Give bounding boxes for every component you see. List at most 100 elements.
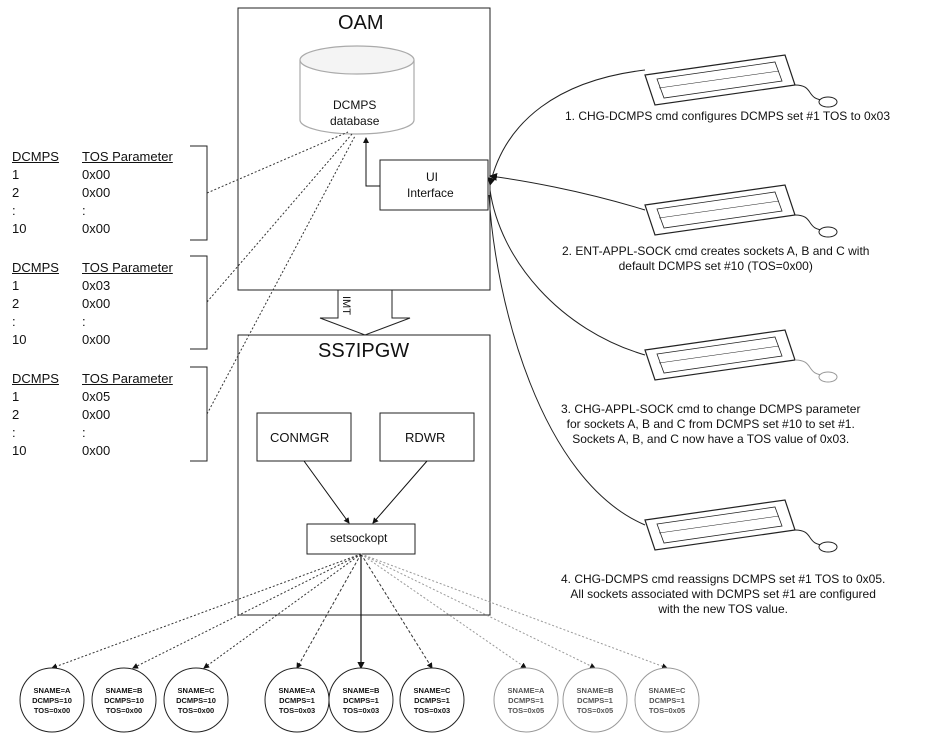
setsockopt-box [306,523,416,555]
socket-label: SNAME=C DCMPS=1 TOS=0x05 [639,686,695,716]
table-cell: : [12,314,16,329]
table2-bracket [190,255,208,350]
table3-db-link [206,135,356,415]
socket-label: SNAME=C DCMPS=10 TOS=0x00 [168,686,224,716]
ui-interface-box [379,159,489,211]
table-cell: 0x00 [82,185,111,200]
socket-dcmps: DCMPS=1 [414,696,450,705]
table-cell: 0x00 [82,221,111,236]
socket-dcmps: DCMPS=1 [279,696,315,705]
oam-title: OAM [338,12,384,34]
keyboard-icon [644,54,838,108]
conmgr-to-setsockopt-arrow [303,460,350,524]
setsockopt-label: setsockopt [330,531,388,545]
ui-interface-label-line1: UI [426,170,438,184]
table-header-dcmps: DCMPS [12,371,59,386]
socket-circles [19,667,700,733]
table-cell: 0x03 [82,278,111,293]
database-icon [299,45,415,135]
conmgr-box [256,412,352,462]
database-label-line1: DCMPS [333,98,377,112]
socket-sname: SNAME=B [576,686,614,695]
socket-sname: SNAME=C [177,686,215,695]
table2-db-link [206,133,353,303]
keyboard2-link [489,172,646,211]
table-cell: 2 [12,185,20,200]
rdwr-label: RDWR [405,430,446,445]
socket-tos: TOS=0x05 [648,706,686,715]
keyboard3-link [489,189,646,356]
table-cell: 1 [12,389,20,404]
table-cell: 10 [12,443,27,458]
socket-dcmps: DCMPS=1 [649,696,685,705]
table-cell: 0x00 [82,296,111,311]
table-cell: : [82,314,86,329]
table-cell: 0x00 [82,407,111,422]
table1-db-link [206,131,349,194]
step-4-note: 4. CHG-DCMPS cmd reassigns DCMPS set #1 … [561,572,886,616]
step-2-note: 2. ENT-APPL-SOCK cmd creates sockets A, … [562,244,870,273]
keyboard4-link [488,194,646,526]
socket-sname: SNAME=B [342,686,380,695]
socket-dcmps: DCMPS=1 [508,696,544,705]
imt-label: IMT [340,296,352,315]
socket-tos: TOS=0x03 [342,706,380,715]
keyboard1-link [487,69,646,186]
socket-sname: SNAME=B [105,686,143,695]
keyboard-icon [644,329,838,383]
ss7ipgw-box [237,334,491,616]
table-header-tos: TOS Parameter [82,371,173,386]
table-cell: : [12,203,16,218]
ss7ipgw-title: SS7IPGW [318,340,410,362]
table-cell: 0x00 [82,332,111,347]
imt-block-arrow [319,289,411,336]
socket-dcmps: DCMPS=1 [577,696,613,705]
socket-dcmps: DCMPS=10 [32,696,72,705]
socket-sname: SNAME=A [507,686,545,695]
table-cell: 10 [12,332,27,347]
socket-tos: TOS=0x03 [278,706,316,715]
socket-label: SNAME=A DCMPS=1 TOS=0x05 [498,686,554,716]
socket-label: SNAME=A DCMPS=1 TOS=0x03 [269,686,325,716]
keyboard-icon [644,499,838,553]
table-cell: 1 [12,167,20,182]
socket-sname: SNAME=C [413,686,451,695]
rdwr-box [379,412,475,462]
table-cell: : [82,425,86,440]
table-cell: 2 [12,296,20,311]
socket-dcmps: DCMPS=10 [176,696,216,705]
table-cell: 0x00 [82,443,111,458]
socket-tos: TOS=0x05 [507,706,545,715]
socket-dcmps: DCMPS=10 [104,696,144,705]
socket-tos: TOS=0x00 [33,706,71,715]
socket-sname: SNAME=A [33,686,71,695]
table1-bracket [190,145,208,241]
socket-dcmps: DCMPS=1 [343,696,379,705]
socket-label: SNAME=B DCMPS=10 TOS=0x00 [96,686,152,716]
socket-links [51,553,668,670]
table-cell: 1 [12,278,20,293]
socket-label: SNAME=C DCMPS=1 TOS=0x03 [404,686,460,716]
table3-bracket [190,366,208,462]
socket-tos: TOS=0x05 [576,706,614,715]
step-3-note: 3. CHG-APPL-SOCK cmd to change DCMPS par… [561,402,861,446]
socket-label: SNAME=B DCMPS=1 TOS=0x03 [333,686,389,716]
table-cell: 0x05 [82,389,111,404]
table-header-dcmps: DCMPS [12,260,59,275]
socket-tos: TOS=0x00 [105,706,143,715]
table-header-tos: TOS Parameter [82,149,173,164]
ui-interface-label-line2: Interface [407,186,454,200]
table-header-dcmps: DCMPS [12,149,59,164]
ui-to-db-arrow [363,137,380,187]
table-header-tos: TOS Parameter [82,260,173,275]
table-cell: 0x00 [82,167,111,182]
socket-tos: TOS=0x03 [413,706,451,715]
socket-tos: TOS=0x00 [177,706,215,715]
table-cell: : [82,203,86,218]
step-1-note: 1. CHG-DCMPS cmd configures DCMPS set #1… [565,109,891,123]
table-cell: 2 [12,407,20,422]
socket-sname: SNAME=C [648,686,686,695]
socket-label: SNAME=A DCMPS=10 TOS=0x00 [24,686,80,716]
